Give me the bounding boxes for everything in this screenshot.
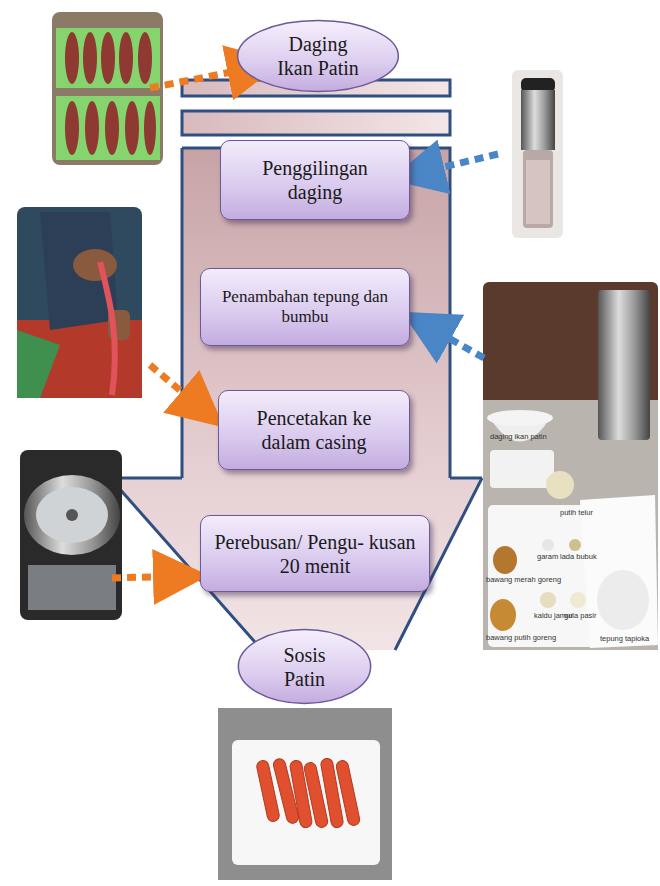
steamer-photo — [20, 450, 122, 620]
oval-outline — [237, 628, 372, 705]
ingredient-label: tepung tapioka — [600, 635, 649, 643]
sausage-photo — [218, 708, 392, 880]
ingredient-label: daging ikan patin — [490, 433, 547, 441]
fish-photo — [52, 12, 163, 165]
node-text: Daging Ikan Patin — [270, 32, 366, 80]
process-box: Penggilingan daging — [220, 140, 410, 220]
node-text: Pencetakan ke dalam casing — [234, 406, 394, 454]
node-text: Sosis Patin — [269, 643, 341, 691]
ingredient-label: bawang putih goreng — [486, 634, 556, 642]
grinder-photo — [512, 70, 563, 238]
ingredient-label: lada bubuk — [560, 553, 597, 561]
node-text: Penggilingan daging — [240, 156, 390, 204]
terminal-oval: Daging Ikan Patin — [236, 19, 400, 93]
oval-outline — [236, 19, 400, 93]
process-box: Pencetakan ke dalam casing — [218, 390, 410, 470]
ingredient-label: putih telur — [560, 509, 593, 517]
terminal-oval: Sosis Patin — [237, 628, 372, 705]
casing-photo — [17, 207, 142, 398]
photo-pointers — [112, 66, 498, 578]
process-box: Penambahan tepung dan bumbu — [200, 268, 410, 346]
ingredient-label: gula pasir — [564, 612, 597, 620]
ingredients-photo — [483, 282, 658, 650]
ingredient-label: garam — [537, 553, 558, 561]
process-box: Perebusan/ Pengu- kusan 20 menit — [200, 515, 430, 592]
node-text: Penambahan tepung dan bumbu — [218, 287, 393, 328]
ingredient-label: bawang merah goreng — [486, 576, 561, 584]
funnel-outline — [110, 80, 482, 650]
node-text: Perebusan/ Pengu- kusan 20 menit — [213, 530, 418, 578]
